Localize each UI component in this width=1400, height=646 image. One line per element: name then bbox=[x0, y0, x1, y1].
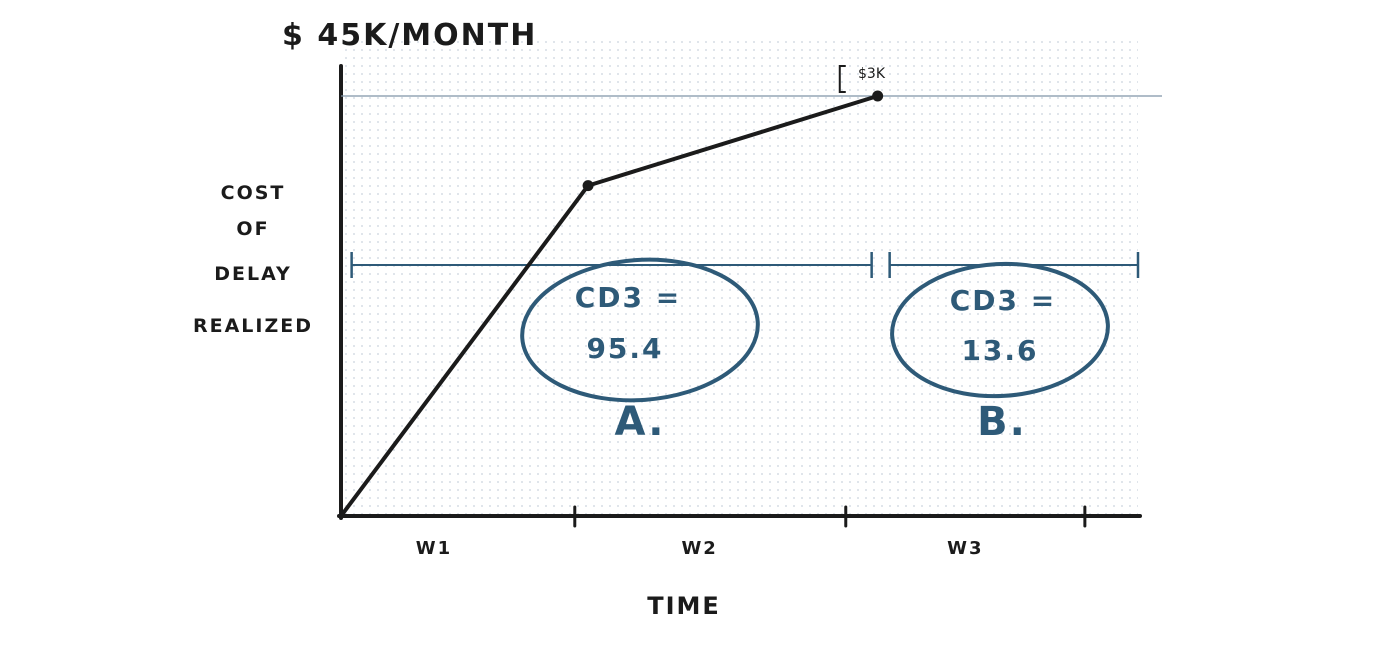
interval-a-label: CD3 = 95.4 A. bbox=[575, 281, 681, 445]
dot-grid-background bbox=[343, 40, 1138, 518]
y-label-line-1: COST bbox=[221, 182, 286, 204]
series-layer bbox=[339, 90, 884, 518]
gap-bracket bbox=[838, 65, 846, 93]
chart-title: $ 45K/MONTH bbox=[282, 18, 537, 53]
x-tick-label-w1: W1 bbox=[416, 538, 452, 559]
interval-a-letter: A. bbox=[615, 399, 666, 445]
gap-annotation: $3K bbox=[858, 66, 886, 82]
interval-layer bbox=[350, 252, 1140, 403]
interval-a-cd3-line1: CD3 = bbox=[575, 281, 681, 314]
y-label-line-4: REALIZED bbox=[193, 315, 313, 337]
x-ticks: W1 W2 W3 bbox=[416, 505, 1087, 559]
series-0-point-1 bbox=[582, 180, 594, 192]
x-axis-label: TIME bbox=[647, 592, 721, 620]
reference-layer bbox=[341, 65, 1162, 97]
interval-a-cd3-line2: 95.4 bbox=[586, 332, 663, 365]
interval-a-circle bbox=[520, 257, 760, 403]
series-0-point-2 bbox=[872, 90, 884, 102]
interval-b-cd3-line1: CD3 = bbox=[950, 284, 1056, 317]
x-tick-label-w3: W3 bbox=[947, 538, 983, 559]
interval-b-letter: B. bbox=[977, 399, 1027, 445]
y-label-line-3: DELAY bbox=[214, 263, 292, 285]
y-label-line-2: OF bbox=[236, 218, 269, 240]
interval-b-circle bbox=[890, 261, 1110, 399]
interval-b-cd3-line2: 13.6 bbox=[961, 334, 1038, 367]
interval-b-label: CD3 = 13.6 B. bbox=[950, 284, 1056, 445]
y-axis-label: COST OF DELAY REALIZED bbox=[193, 182, 313, 337]
x-tick-label-w2: W2 bbox=[681, 538, 717, 559]
